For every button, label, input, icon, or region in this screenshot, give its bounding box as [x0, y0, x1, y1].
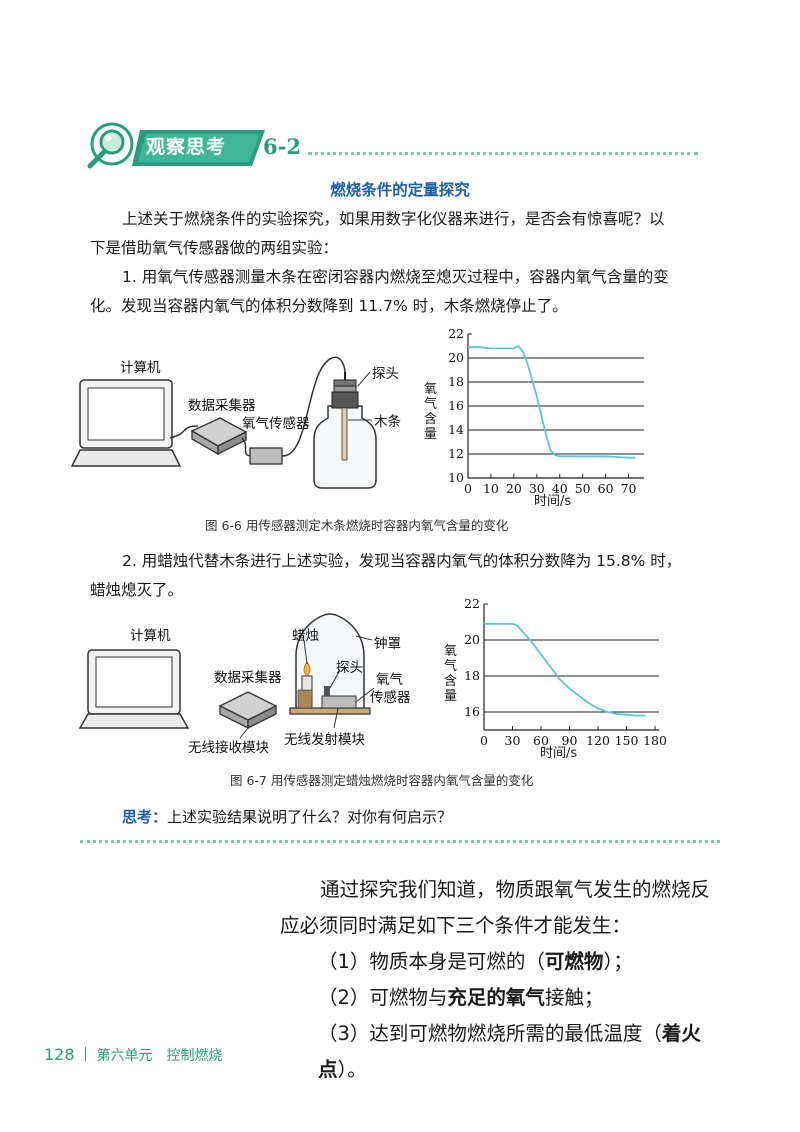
intro-paragraph: 上述关于燃烧条件的实验探究，如果用数字化仪器来进行，是否会有惊喜呢？以 下是借助…	[90, 205, 730, 263]
label-collector: 数据采集器	[188, 398, 256, 414]
x-tick-label: 30	[505, 733, 521, 748]
y-tick-label: 18	[464, 668, 480, 683]
x-tick-label: 30	[529, 481, 545, 496]
label-sensor-2a: 氧气	[376, 672, 403, 688]
y-tick-label: 22	[448, 326, 464, 341]
condition-2-end: 接触；	[544, 986, 604, 1009]
think-text: 上述实验结果说明了什么？对你有何启示？	[167, 808, 453, 826]
footer-unit: 第六单元 控制燃烧	[96, 1048, 223, 1064]
label-computer-2: 计算机	[130, 628, 171, 644]
condition-1-end: ）；	[603, 950, 633, 973]
y-tick-label: 16	[448, 398, 464, 413]
condition-2: （2）可燃物与充足的氧气接触；	[280, 980, 740, 1016]
label-transmitter: 无线发射模块	[284, 732, 365, 748]
label-collector-2: 数据采集器	[214, 670, 282, 686]
header-dotted-rule	[308, 152, 698, 155]
y-tick-label: 18	[448, 374, 464, 389]
summary-line-1: 通过探究我们知道，物质跟氧气发生的燃烧反	[320, 878, 711, 901]
figure-6-7-caption: 图 6-7 用传感器测定蜡烛燃烧时容器内氧气含量的变化	[230, 773, 534, 788]
experiment-2-paragraph: 2. 用蜡烛代替木条进行上述实验，发现当容器内氧气的体积分数降为 15.8% 时…	[90, 547, 730, 605]
chart-1-xlabel: 时间/s	[534, 494, 572, 509]
experiment-1-paragraph: 1. 用氧气传感器测量木条在密闭容器内燃烧至熄灭过程中，容器内氧气含量的变 化。…	[90, 263, 730, 321]
apparatus-2-drawing	[78, 613, 375, 739]
x-tick-label: 120	[586, 733, 610, 748]
think-dotted-rule	[80, 840, 720, 843]
exp2-line-2: 蜡烛熄灭了。	[90, 581, 184, 599]
header-number: 6-2	[263, 134, 301, 159]
exp2-line-1: 2. 用蜡烛代替木条进行上述实验，发现当容器内氧气的体积分数降为 15.8% 时…	[122, 552, 682, 570]
y-tick-label: 10	[448, 470, 464, 485]
section-title: 燃烧条件的定量探究	[330, 181, 470, 199]
condition-3-keyword: 着火点	[318, 1022, 701, 1081]
y-tick-label: 22	[464, 596, 480, 611]
x-tick-label: 180	[643, 733, 667, 748]
intro-line-1: 上述关于燃烧条件的实验探究，如果用数字化仪器来进行，是否会有惊喜呢？以	[122, 210, 665, 228]
chart-1-ylabel: 氧气含量	[424, 382, 438, 442]
x-tick-label: 60	[598, 481, 614, 496]
y-tick-label: 20	[448, 350, 464, 365]
x-tick-label: 40	[552, 481, 568, 496]
y-tick-label: 12	[448, 446, 464, 461]
page-footer: 128 第六单元 控制燃烧	[44, 1045, 222, 1065]
header-badge-label: 观察思考	[146, 136, 227, 158]
series-line	[468, 344, 636, 459]
label-sensor: 氧气传感器	[242, 416, 310, 432]
summary-block: 通过探究我们知道，物质跟氧气发生的燃烧反 应必须同时满足如下三个条件才能发生： …	[280, 872, 740, 1088]
chart-2-xlabel: 时间/s	[540, 746, 578, 761]
condition-1: （1）物质本身是可燃的（可燃物）；	[280, 944, 740, 980]
condition-1-keyword: 可燃物	[544, 950, 604, 973]
x-tick-label: 0	[480, 733, 488, 748]
magnifier-icon	[80, 122, 134, 170]
y-tick-label: 14	[448, 422, 464, 437]
x-tick-label: 10	[483, 481, 499, 496]
chart-2-svg: 16 18 20 22 0 30 60 90 120 150 180	[464, 596, 667, 748]
think-prompt: 思考：上述实验结果说明了什么？对你有何启示？	[122, 806, 452, 827]
x-tick-label: 90	[562, 733, 578, 748]
label-probe: 探头	[372, 366, 399, 382]
apparatus-1-drawing	[70, 356, 377, 489]
think-label: 思考：	[122, 808, 168, 826]
x-tick-label: 20	[506, 481, 522, 496]
chart-2: 16 18 20 22 0 30 60 90 120 150 180 氧气含量 时间/s	[440, 592, 680, 764]
figure-6-7-apparatus: 计算机 数据采集器 无线接收模块 蜡烛 钟罩 探头 氧气 传感器 无线发射模块	[70, 610, 440, 760]
intro-line-2: 下是借助氧气传感器做的两组实验：	[90, 239, 339, 257]
x-tick-label: 70	[621, 481, 637, 496]
header-decoration	[87, 122, 265, 169]
label-candle: 蜡烛	[292, 628, 319, 644]
figure-6-6-apparatus: 计算机 数据采集器 氧气传感器 探头 木条	[70, 328, 430, 498]
x-tick-label: 60	[533, 733, 549, 748]
y-tick-label: 16	[464, 704, 480, 719]
label-probe-2: 探头	[336, 660, 363, 676]
condition-3-text: （3）达到可燃物燃烧所需的最低温度（	[318, 1022, 662, 1045]
footer-divider	[85, 1047, 86, 1061]
condition-2-keyword: 充足的氧气	[447, 986, 545, 1009]
section-header: 观察思考 6-2	[80, 122, 700, 172]
label-stick: 木条	[374, 414, 401, 430]
label-bell: 钟罩	[374, 636, 401, 652]
exp1-line-1: 1. 用氧气传感器测量木条在密闭容器内燃烧至熄灭过程中，容器内氧气含量的变	[122, 268, 669, 286]
label-computer: 计算机	[120, 360, 161, 376]
x-tick-label: 150	[615, 733, 639, 748]
exp1-line-2: 化。发现当容器内氧气的体积分数降到 11.7% 时，木条燃烧停止了。	[90, 297, 568, 315]
condition-3: （3）达到可燃物燃烧所需的最低温度（着火点）。	[280, 1016, 740, 1088]
x-tick-label: 0	[464, 481, 472, 496]
y-tick-label: 20	[464, 632, 480, 647]
condition-3-end: ）。	[337, 1058, 367, 1081]
summary-line-2: 应必须同时满足如下三个条件才能发生：	[280, 914, 632, 937]
series-line	[484, 622, 646, 717]
condition-1-text: （1）物质本身是可燃的（	[318, 950, 545, 973]
label-receiver: 无线接收模块	[188, 740, 269, 756]
label-sensor-2b: 传感器	[370, 690, 411, 706]
chart-2-ylabel: 氧气含量	[444, 644, 458, 704]
page-number: 128	[44, 1045, 75, 1064]
figure-6-6-caption: 图 6-6 用传感器测定木条燃烧时容器内氧气含量的变化	[205, 518, 509, 533]
x-tick-label: 50	[575, 481, 591, 496]
condition-2-text: （2）可燃物与	[318, 986, 448, 1009]
